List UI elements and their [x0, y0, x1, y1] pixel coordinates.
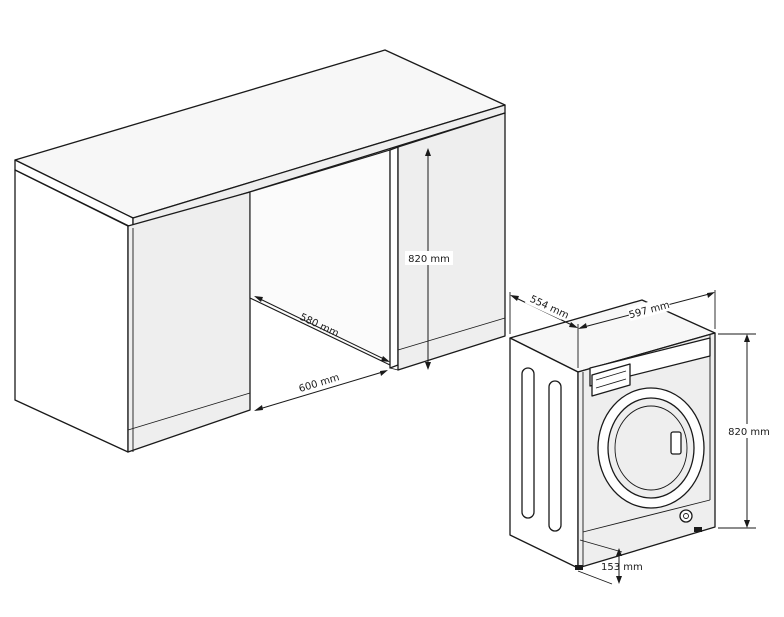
machine-side	[509, 337, 579, 569]
door-inner-ring	[614, 405, 688, 491]
side-rib-2	[548, 380, 562, 532]
plinth-dimension: 153 mm	[577, 539, 643, 585]
plinth-label: 153 mm	[601, 562, 643, 573]
right-cabinet-side	[389, 146, 399, 369]
right-cabinet-plinth-line	[397, 317, 506, 351]
left-cabinet-front	[127, 191, 251, 453]
door-glass	[607, 397, 695, 499]
detergent-drawer	[591, 363, 631, 397]
machine-foot-right	[694, 527, 702, 532]
machine-height-dimension: 820 mm	[718, 333, 772, 529]
left-cabinet-plinth-line	[127, 392, 251, 431]
cabinet-width-dimension: 600 mm	[254, 370, 388, 411]
side-rib-1	[521, 367, 535, 519]
cabinet-height-label: 820 mm	[408, 254, 450, 265]
kitchen-cabinet	[14, 49, 506, 453]
right-cabinet-bottom	[389, 367, 399, 371]
right-cabinet-front	[397, 112, 506, 371]
cabinet-width-label: 600 mm	[298, 372, 341, 395]
door-handle	[670, 431, 682, 455]
washing-machine	[509, 299, 716, 570]
filter-cap	[679, 509, 693, 523]
machine-foot-front	[575, 565, 583, 570]
machine-height-label: 820 mm	[728, 427, 770, 438]
cabinet-height-dimension: 820 mm	[405, 148, 453, 370]
machine-depth-label: 554 mm	[528, 294, 570, 322]
